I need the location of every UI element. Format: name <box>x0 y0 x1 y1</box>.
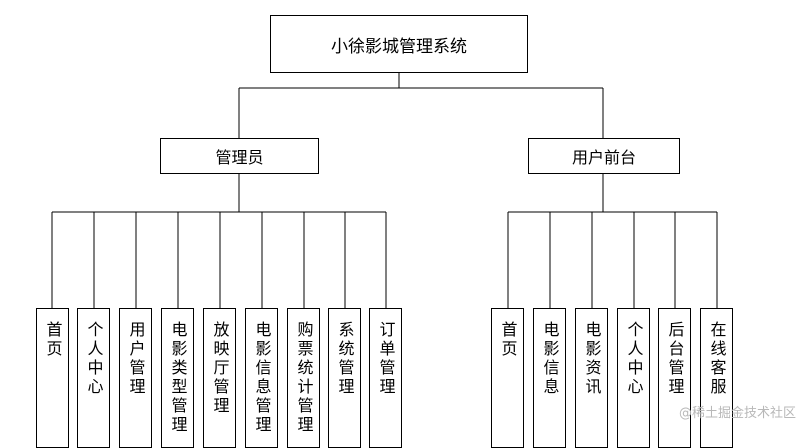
root-node: 小徐影城管理系统 <box>270 15 528 73</box>
user-leaf-profile: 个人中心 <box>617 308 650 448</box>
watermark: @稀土掘金技术社区 <box>678 406 796 421</box>
root-node-label: 小徐影城管理系统 <box>331 36 467 57</box>
admin-leaf-movie-type-management: 电影类型管理 <box>161 308 194 448</box>
user-leaf-backend-management: 后台管理 <box>658 308 691 448</box>
leaf-label: 后台管理 <box>665 321 685 397</box>
leaf-label: 个人中心 <box>84 321 104 397</box>
leaf-label: 在线客服 <box>707 321 727 397</box>
admin-leaf-system-management: 系统管理 <box>328 308 361 448</box>
admin-leaf-hall-management: 放映厅管理 <box>203 308 236 448</box>
admin-leaf-profile: 个人中心 <box>77 308 110 448</box>
leaf-label: 电影类型管理 <box>168 321 188 435</box>
leaf-label: 首页 <box>43 321 63 359</box>
leaf-label: 电影信息管理 <box>252 321 272 435</box>
leaf-label: 电影信息 <box>540 321 560 397</box>
admin-node: 管理员 <box>160 138 319 174</box>
leaf-label: 购票统计管理 <box>294 321 314 435</box>
leaf-label: 电影资讯 <box>582 321 602 397</box>
user-frontend-node: 用户前台 <box>528 138 680 174</box>
admin-leaf-home: 首页 <box>36 308 69 448</box>
user-leaf-movie-info: 电影信息 <box>533 308 566 448</box>
user-leaf-online-service: 在线客服 <box>700 308 733 448</box>
user-leaf-home: 首页 <box>491 308 524 448</box>
leaf-label: 放映厅管理 <box>210 321 230 416</box>
connector-lines <box>51 73 718 308</box>
leaf-label: 首页 <box>498 321 518 359</box>
admin-leaf-user-management: 用户管理 <box>119 308 152 448</box>
leaf-label: 个人中心 <box>624 321 644 397</box>
admin-leaf-ticket-stats-management: 购票统计管理 <box>287 308 320 448</box>
admin-node-label: 管理员 <box>215 148 264 167</box>
user-frontend-node-label: 用户前台 <box>571 148 636 167</box>
leaf-label: 系统管理 <box>335 321 355 397</box>
leaf-label: 用户管理 <box>126 321 146 397</box>
admin-leaf-movie-info-management: 电影信息管理 <box>245 308 278 448</box>
admin-leaf-order-management: 订单管理 <box>369 308 402 448</box>
leaf-label: 订单管理 <box>376 321 396 397</box>
user-leaf-movie-news: 电影资讯 <box>575 308 608 448</box>
